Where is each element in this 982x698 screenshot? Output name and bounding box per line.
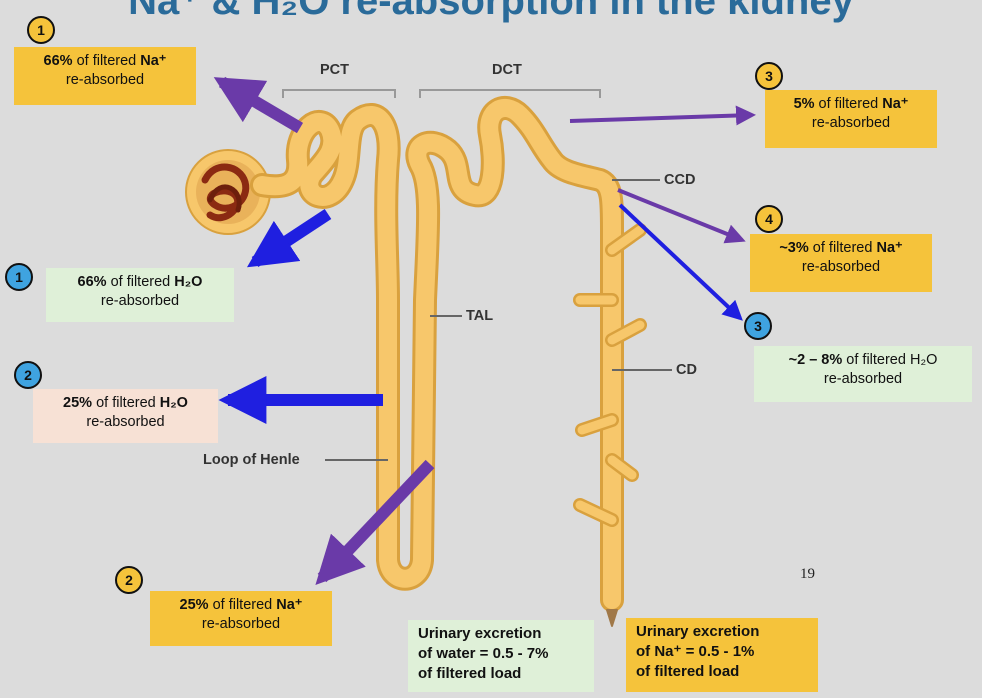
arrow-na-ccd — [617, 188, 746, 244]
box-na-loop: 25% of filtered Na⁺ re-absorbed — [150, 591, 332, 646]
label-pct: PCT — [320, 62, 349, 78]
badge-na-ccd: 4 — [755, 205, 783, 233]
arrow-na-loop — [315, 459, 435, 585]
glomerulus — [185, 149, 271, 235]
label-loop-of-henle: Loop of Henle — [203, 452, 300, 468]
badge-h2o-loop: 2 — [14, 361, 42, 389]
arrow-na-pct — [213, 76, 304, 134]
pct-bracket — [282, 89, 396, 98]
tubule — [250, 96, 647, 627]
box-h2o-loop: 25% of filtered H₂O re-absorbed — [33, 389, 218, 443]
badge-h2o-pct: 1 — [5, 263, 33, 291]
label-dct: DCT — [492, 62, 522, 78]
badge-na-dct: 3 — [755, 62, 783, 90]
dct-bracket — [419, 89, 601, 98]
box-na-dct: 5% of filtered Na⁺ re-absorbed — [765, 90, 937, 148]
box-na-ccd: ~3% of filtered Na⁺ re-absorbed — [750, 234, 932, 292]
reabsorption-arrows — [213, 76, 756, 585]
slide-number: 19 — [800, 566, 815, 582]
arrow-h2o-pct — [246, 208, 332, 268]
label-cd: CD — [676, 362, 697, 378]
box-sodium-excretion: Urinary excretion of Na⁺ = 0.5 - 1% of f… — [626, 618, 818, 692]
arrow-na-dct — [569, 105, 756, 126]
slide-title: Na⁺ & H₂O re-absorption in the kidney — [128, 0, 854, 23]
badge-na-pct: 1 — [27, 16, 55, 44]
badge-h2o-cd: 3 — [744, 312, 772, 340]
label-ccd: CCD — [664, 172, 696, 188]
box-na-pct: 66% of filtered Na⁺ re-absorbed — [14, 47, 196, 105]
box-h2o-cd: ~2 – 8% of filtered H₂O re-absorbed — [754, 346, 972, 402]
label-tal: TAL — [466, 308, 494, 324]
label-leaders — [325, 179, 672, 461]
badge-na-loop: 2 — [115, 566, 143, 594]
box-h2o-pct: 66% of filtered H₂O re-absorbed — [46, 268, 234, 322]
arrow-h2o-cd — [618, 203, 743, 321]
box-water-excretion: Urinary excretion of water = 0.5 - 7% of… — [408, 620, 594, 692]
